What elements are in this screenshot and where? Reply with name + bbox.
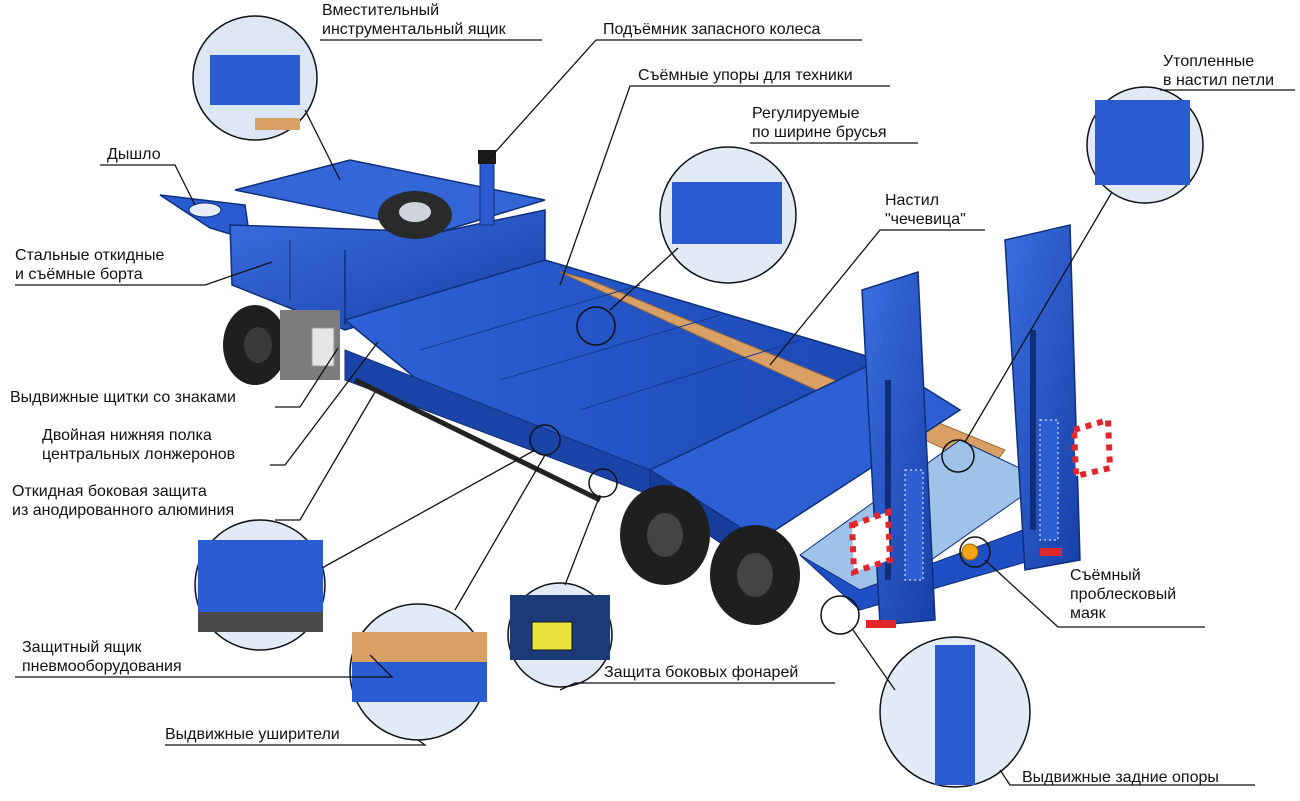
leader-air-box bbox=[15, 654, 394, 678]
marker-beacon bbox=[959, 536, 991, 568]
drawbar-eye bbox=[188, 202, 222, 218]
detail-light-guard-lamp bbox=[531, 621, 573, 651]
leader-wheel-lift bbox=[489, 39, 862, 159]
leader-extenders bbox=[165, 739, 428, 746]
front-wheel-hub bbox=[244, 327, 272, 363]
detail-circles bbox=[192, 15, 1204, 788]
marker-rear-supports bbox=[820, 595, 860, 635]
label-removable-stops: Съёмные упоры для техники bbox=[638, 67, 853, 84]
leader-deck bbox=[769, 229, 985, 366]
leader-rear-supports bbox=[852, 629, 896, 691]
label-deck: Настил"чечевица" bbox=[885, 192, 966, 228]
detail-toolbox-box bbox=[210, 55, 300, 105]
rear-light bbox=[866, 620, 896, 628]
warning-plate bbox=[848, 507, 894, 577]
label-light-guard: Защита боковых фонарей bbox=[604, 664, 799, 681]
wheel-lift-head bbox=[478, 150, 496, 164]
spare-wheel-rim bbox=[399, 202, 431, 222]
detail-extenders-wood bbox=[352, 632, 487, 662]
rear-wheel-hub bbox=[737, 553, 773, 597]
front-platform-top bbox=[234, 159, 546, 233]
rear-light bbox=[1040, 548, 1062, 556]
side-protection-bar bbox=[353, 377, 602, 503]
label-sign-shields: Выдвижные щитки со знаками bbox=[10, 389, 236, 406]
leader-light-guard bbox=[559, 682, 835, 691]
leader-side-boards bbox=[15, 261, 273, 286]
leader-light-guard bbox=[564, 494, 601, 586]
wheel-lift-post bbox=[479, 154, 495, 226]
ramp-slot bbox=[1030, 330, 1036, 530]
beacon bbox=[961, 543, 979, 561]
ramp-spring bbox=[1039, 419, 1059, 541]
leader-toolbox bbox=[304, 109, 341, 181]
detail-toolbox-wood bbox=[255, 118, 300, 130]
deck-seam bbox=[419, 284, 641, 351]
leader-sign-shields bbox=[275, 347, 339, 408]
ramp-slot bbox=[885, 380, 891, 580]
leader-lines bbox=[15, 39, 1295, 786]
deck-seam bbox=[499, 314, 721, 381]
deck-seam bbox=[579, 339, 801, 411]
leader-beacon bbox=[984, 559, 1205, 628]
detail-loops-part bbox=[1095, 100, 1190, 185]
trailer-body bbox=[159, 150, 1114, 628]
marker-light-guard bbox=[588, 468, 618, 498]
rear-wheel-hub bbox=[647, 513, 683, 557]
sign-shield bbox=[311, 327, 335, 367]
ramp-right bbox=[1004, 224, 1081, 571]
label-spare-wheel-lift: Подъёмник запасного колеса bbox=[603, 21, 821, 38]
leader-rear-supports bbox=[999, 769, 1255, 786]
label-extenders: Выдвижные уширители bbox=[165, 726, 340, 743]
label-drawbar: Дышло bbox=[107, 146, 161, 163]
leader-stops bbox=[559, 85, 890, 286]
leader-lower-shelf bbox=[270, 341, 379, 466]
detail-air-box-part bbox=[198, 540, 323, 615]
leader-extenders bbox=[454, 454, 546, 611]
detail-air-box-shelf bbox=[198, 612, 323, 632]
leader-beams bbox=[609, 247, 679, 311]
marker-loops bbox=[941, 439, 975, 473]
detail-extenders-beam bbox=[352, 662, 487, 702]
detail-rear-support-leg bbox=[935, 645, 975, 785]
warning-plate bbox=[1070, 416, 1114, 480]
marker-beams bbox=[576, 306, 616, 346]
ramp-spring bbox=[904, 469, 924, 581]
detail-beams-part bbox=[672, 182, 782, 244]
leader-air-box bbox=[321, 449, 536, 569]
leader-side-protection bbox=[275, 391, 376, 521]
leader-loops bbox=[964, 191, 1113, 443]
label-rear-supports: Выдвижные задние опоры bbox=[1022, 769, 1219, 786]
leader-drawbar bbox=[100, 164, 196, 206]
